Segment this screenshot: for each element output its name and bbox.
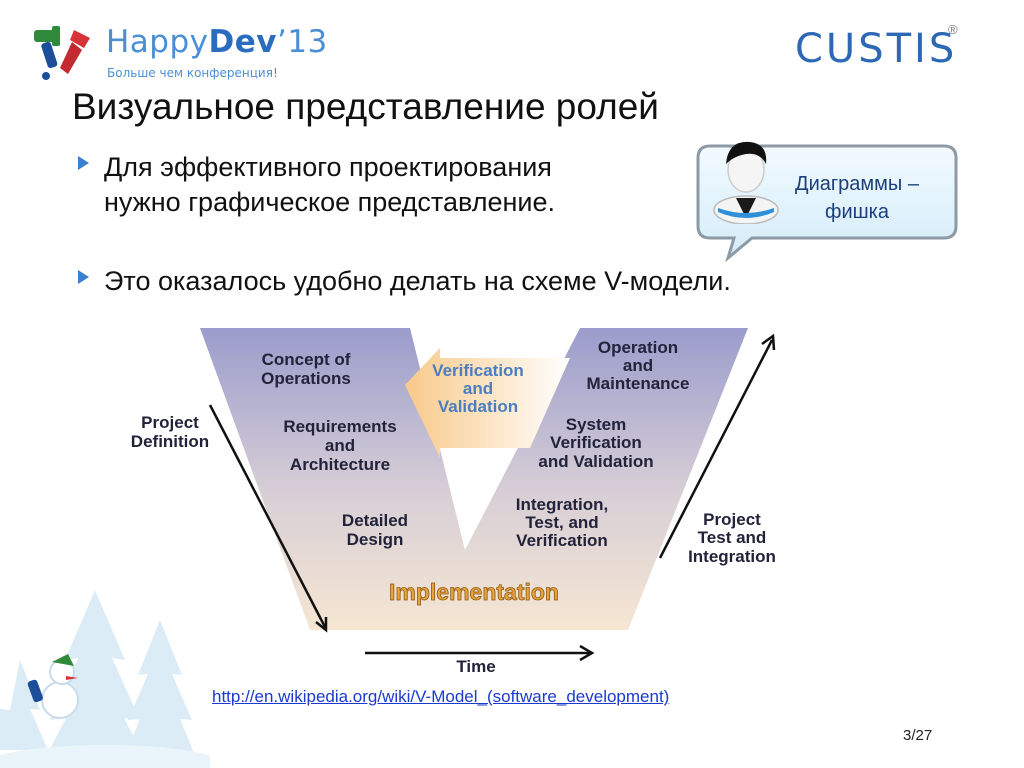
left-label-3: Requirements	[283, 417, 396, 436]
winter-trees	[0, 590, 200, 768]
right-label-9: Verification	[516, 531, 608, 550]
happydev-logo-text: HappyDev’13	[106, 24, 328, 60]
wikipedia-link[interactable]: http://en.wikipedia.org/wiki/V-Model_(so…	[212, 687, 670, 706]
project-definition-1: Project	[141, 413, 199, 432]
down-arrow-head	[315, 617, 328, 633]
registered-mark: ®	[948, 22, 958, 37]
v-model-diagram: Verification and Validation Concept of O…	[131, 328, 776, 676]
left-label-1: Concept of	[262, 350, 351, 369]
bullet-marker-icon	[78, 156, 89, 170]
implementation-label: Implementation	[389, 579, 559, 605]
happydev-tagline: Больше чем конференция!	[107, 66, 278, 80]
right-label-6: and Validation	[538, 452, 653, 471]
up-arrow-head	[761, 333, 776, 351]
right-label-2: and	[623, 356, 653, 375]
happydev-logo-icon	[34, 26, 90, 80]
project-test-3: Integration	[688, 547, 776, 566]
slide-title: Визуальное представление ролей	[72, 86, 659, 127]
right-label-1: Operation	[598, 338, 678, 357]
up-arrow-line	[658, 339, 774, 559]
snowman-icon	[27, 654, 79, 719]
left-label-5: Architecture	[290, 455, 390, 474]
right-labels: Operation and Maintenance System Verific…	[516, 338, 690, 550]
project-test-2: Test and	[698, 528, 767, 547]
left-label-6: Detailed	[342, 511, 408, 530]
left-label-4: and	[325, 436, 355, 455]
project-definition-labels: Project Definition	[131, 413, 209, 451]
down-arrow-line	[208, 404, 327, 628]
right-label-7: Integration,	[516, 495, 609, 514]
right-label-5: Verification	[550, 433, 642, 452]
center-label-1: Verification	[432, 361, 524, 380]
left-label-2: Operations	[261, 369, 351, 388]
callout-text: Диаграммы – фишка	[795, 173, 919, 223]
user-avatar-icon	[713, 141, 779, 224]
time-label: Time	[456, 657, 495, 676]
right-label-3: Maintenance	[587, 374, 690, 393]
v-shape	[200, 328, 748, 630]
center-label-3: Validation	[438, 397, 518, 416]
project-test-1: Project	[703, 510, 761, 529]
bullet-1: Для эффективного проектирования нужно гр…	[104, 152, 556, 217]
project-definition-2: Definition	[131, 432, 209, 451]
center-label-2: and	[463, 379, 493, 398]
left-labels: Concept of Operations Requirements and A…	[261, 350, 408, 549]
right-label-8: Test, and	[525, 513, 598, 532]
left-label-7: Design	[347, 530, 404, 549]
page-number: 3/27	[903, 727, 933, 744]
bullet-2: Это оказалось удобно делать на схеме V-м…	[104, 266, 731, 296]
right-label-4: System	[566, 415, 626, 434]
diagram-arrows	[208, 333, 776, 662]
winter-decoration	[0, 590, 210, 768]
custis-logo: CUSTIS	[795, 26, 958, 72]
time-arrow-head	[579, 644, 595, 662]
verification-arrow	[405, 348, 570, 458]
project-test-labels: Project Test and Integration	[688, 510, 776, 566]
bullet-marker-icon	[78, 270, 89, 284]
center-labels: Verification and Validation	[432, 361, 524, 416]
